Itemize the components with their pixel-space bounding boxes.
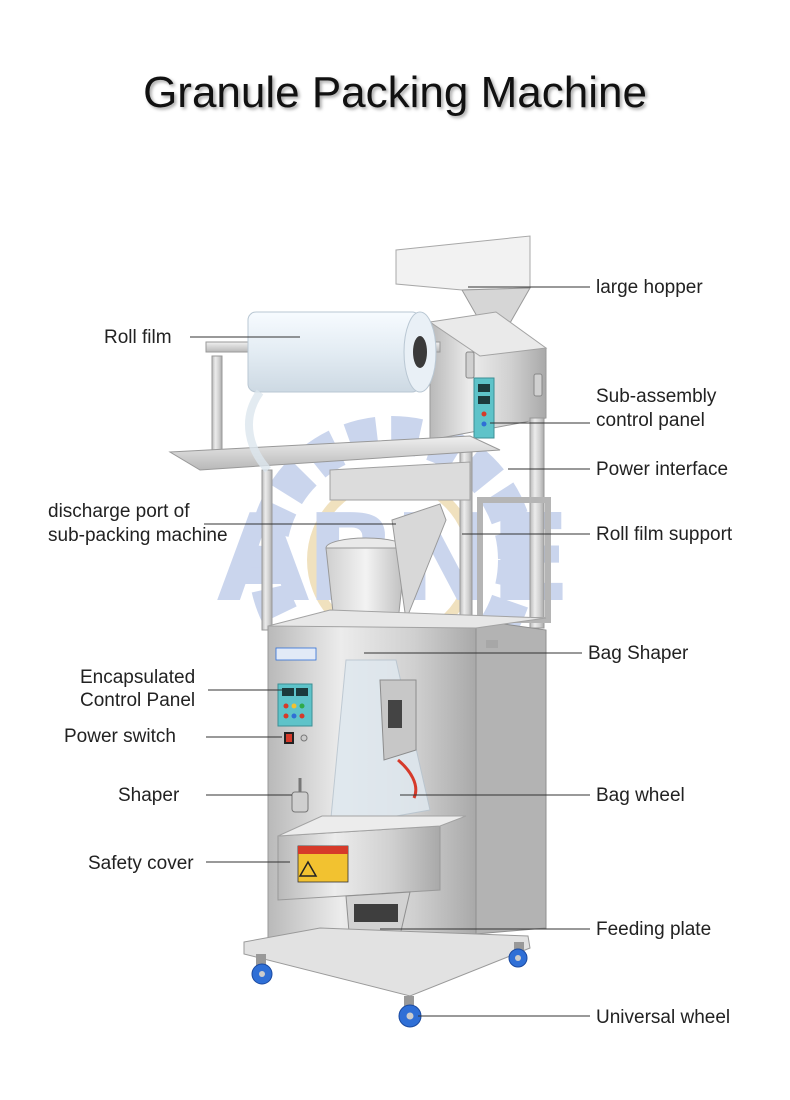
label-discharge-port-line1: discharge port of [48, 501, 190, 522]
sub-assembly-box [428, 311, 548, 441]
leader-lines [190, 286, 590, 1017]
universal-wheels [251, 942, 528, 1028]
label-sub-assembly-panel-line1: Sub-assembly [596, 386, 717, 407]
label-encapsulated-panel-line2: Control Panel [80, 690, 196, 711]
label-bag-wheel: Bag wheel [596, 785, 685, 806]
base-plate [243, 927, 531, 997]
label-roll-film: Roll film [104, 327, 172, 348]
label-power-interface: Power interface [596, 459, 729, 480]
label-discharge-port-line2: sub-packing machine [48, 525, 228, 546]
label-shaper: Shaper [118, 785, 180, 806]
roll-film [244, 311, 437, 473]
label-large-hopper: large hopper [596, 277, 703, 298]
label-power-switch: Power switch [64, 726, 176, 747]
film-tube [329, 659, 431, 829]
safety-cover [277, 815, 467, 901]
shaper-handle [291, 778, 309, 813]
encapsulated-control-panel [277, 683, 313, 744]
label-feeding-plate: Feeding plate [596, 919, 712, 940]
label-safety-cover: Safety cover [88, 853, 194, 874]
label-universal-wheel: Universal wheel [596, 1007, 731, 1028]
label-roll-film-support: Roll film support [596, 524, 733, 545]
label-bag-shaper: Bag Shaper [588, 643, 689, 664]
label-sub-assembly-panel-line2: control panel [596, 410, 705, 431]
page-title: Granule Packing Machine [143, 68, 647, 117]
label-encapsulated-panel-line1: Encapsulated [80, 667, 196, 688]
